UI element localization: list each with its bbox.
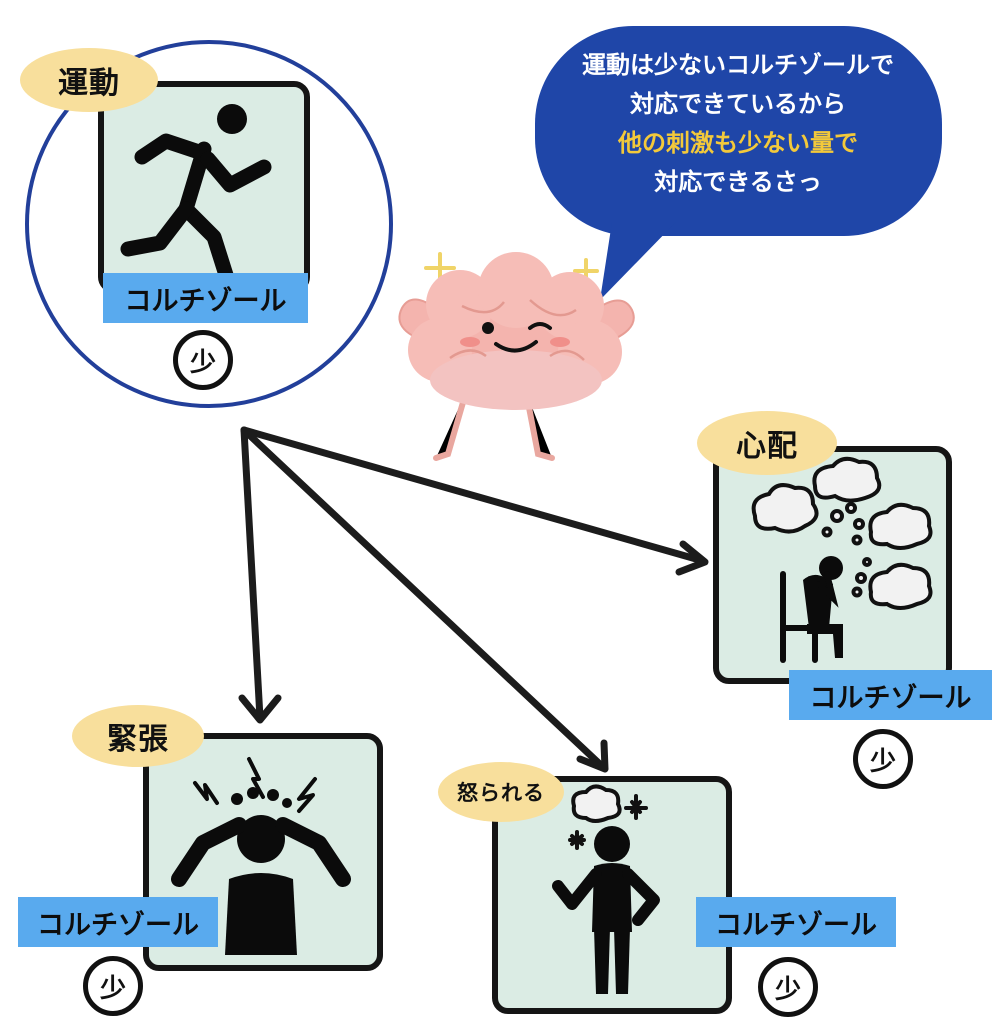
speech-line-1: 運動は少ないコルチゾールで	[582, 51, 894, 79]
running-person-icon	[120, 104, 272, 283]
scolded-person-icon	[552, 784, 660, 994]
arrow-to-scolded	[240, 426, 608, 772]
worried-person-icon	[751, 456, 933, 663]
speech-line-3: 他の刺激も少ない量で	[618, 129, 858, 157]
exercise-amount-badge: 少	[173, 330, 233, 390]
speech-line-4: 対応できるさっ	[654, 168, 822, 196]
arrow-head-scolded	[576, 739, 609, 773]
speech-bubble-text: 運動は少ないコルチゾールで 対応できているから 他の刺激も少ない量で 対応できる…	[540, 46, 936, 202]
tension-cortisol-label: コルチゾール	[18, 897, 218, 947]
tension-tag: 緊張	[72, 705, 204, 767]
scolded-cortisol-label: コルチゾール	[696, 897, 896, 947]
scolded-amount-badge: 少	[758, 957, 818, 1017]
worry-amount-badge: 少	[853, 729, 913, 789]
arrow-head-tension	[238, 694, 282, 724]
arrow-to-tension	[240, 426, 264, 722]
brain-mascot-icon	[398, 252, 635, 461]
worry-cortisol-label: コルチゾール	[789, 670, 992, 720]
exercise-tag: 運動	[20, 48, 158, 112]
worry-card	[713, 446, 952, 684]
exercise-card	[98, 81, 310, 293]
speech-line-2: 対応できているから	[630, 90, 846, 118]
scolded-tag: 怒られる	[438, 762, 564, 822]
tension-amount-badge: 少	[83, 956, 143, 1016]
exercise-cortisol-label: コルチゾール	[103, 273, 308, 323]
arrow-to-worry	[240, 426, 707, 565]
worry-tag: 心配	[697, 411, 837, 475]
arrow-head-worry	[675, 540, 709, 576]
stressed-person-icon	[171, 757, 351, 955]
